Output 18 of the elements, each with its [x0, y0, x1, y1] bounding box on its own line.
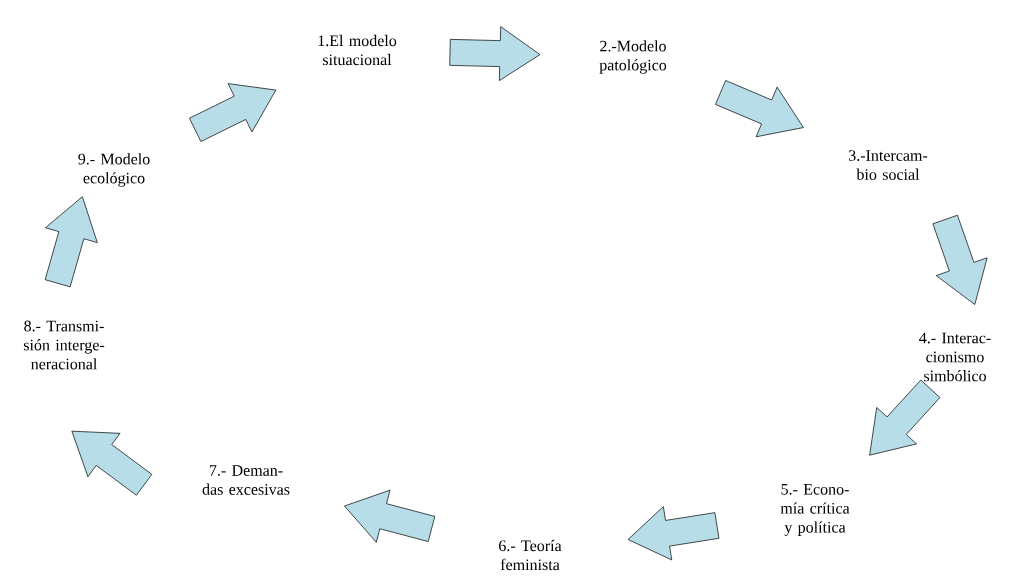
block-arrow [449, 26, 541, 81]
text-label: 1.El modelo situacional [318, 34, 397, 66]
text-label: 5.- Econo- mía crítica y política [780, 484, 850, 536]
text-label: 6.- Teoría feminista [499, 539, 562, 571]
block-arrow [715, 80, 804, 138]
text-label: 7.- Deman- das excesivas [202, 465, 290, 495]
text-label: 9.- Modelo ecológico [78, 153, 150, 187]
block-arrow [71, 430, 153, 496]
block-arrow [189, 83, 277, 142]
block-arrow [627, 506, 720, 561]
block-arrow [344, 489, 436, 543]
block-arrow [869, 379, 941, 456]
block-arrow [932, 214, 988, 305]
text-label: 8.- Transmi- sión interge- neracional [23, 320, 105, 370]
text-label: 4.- Interac- cionismo simbólico [919, 332, 991, 382]
block-arrow [44, 196, 98, 288]
text-label: 2.-Modelo patológico [599, 40, 667, 74]
text-label: 3.-Intercam- bio social [849, 150, 928, 180]
